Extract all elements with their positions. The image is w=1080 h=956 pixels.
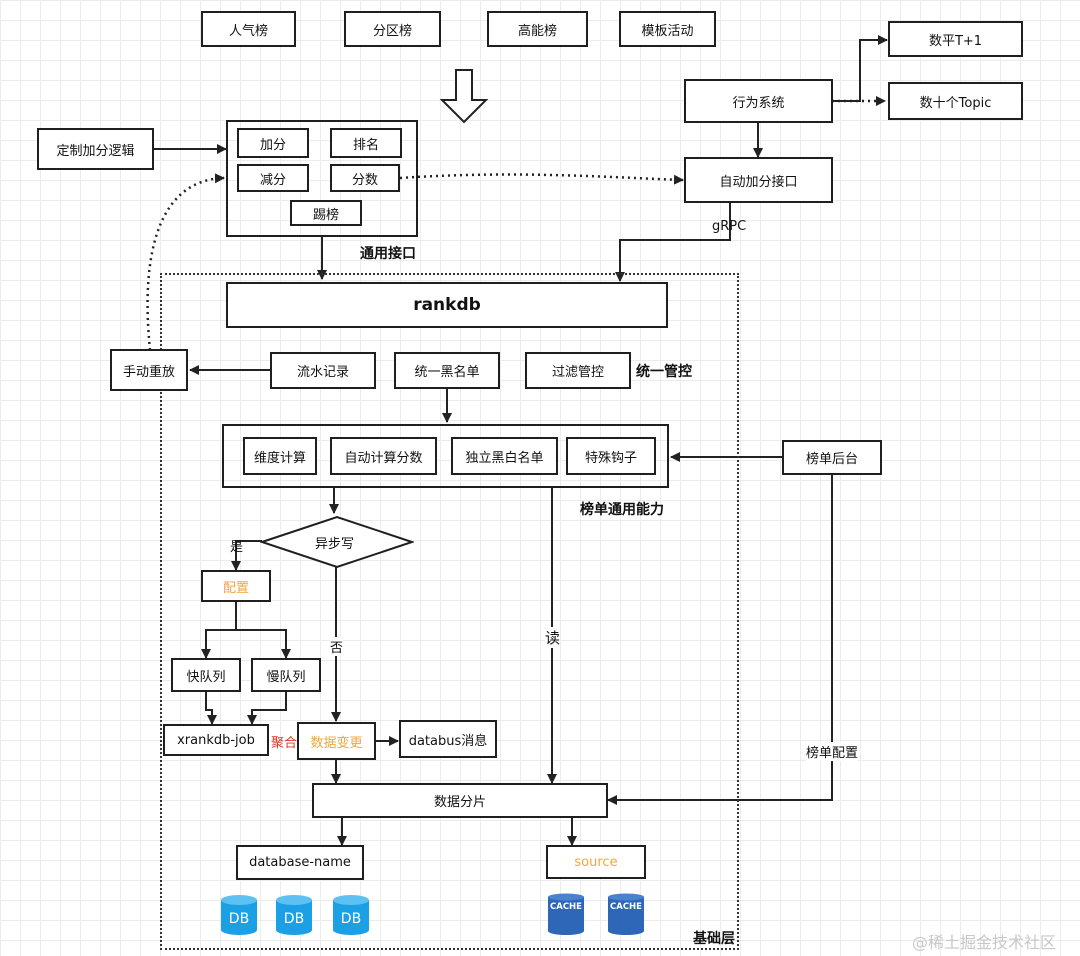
fast-queue-box: 快队列 [171,658,241,692]
read-label: 读 [545,627,561,648]
db-icon-label: DB [341,911,361,927]
watermark: @稀土掘金技术社区 [912,933,1057,952]
database-icon: DB [333,895,369,935]
base-layer-frame [160,273,739,950]
control-title: 统一管控 [636,364,692,380]
rankdb-box: rankdb [226,282,668,328]
rank-box: 排名 [330,128,402,158]
data-change-box: 数据变更 [297,722,376,760]
energy-rank-box: 高能榜 [487,11,588,47]
data-shard-box: 数据分片 [312,783,608,818]
source-box: source [546,845,646,879]
no-label: 否 [330,637,344,656]
topic-box: 数十个Topic [888,82,1023,120]
flow-record-box: 流水记录 [270,352,376,389]
backend-config-label: 榜单配置 [806,742,859,761]
cache-icon-label: CACHE [550,902,582,912]
async-decision-diamond [260,515,414,569]
cache-icon: CACHE [608,893,644,935]
dimension-calc-box: 维度计算 [243,437,317,475]
auto-add-api-box: 自动加分接口 [684,157,833,203]
yes-label: 是 [230,540,244,555]
grpc-label: gRPC [712,219,747,234]
config-box: 配置 [201,570,271,602]
custom-logic-box: 定制加分逻辑 [37,128,154,170]
db-icon-label: DB [284,911,304,927]
special-hook-box: 特殊钩子 [566,437,656,475]
sub-score-box: 减分 [237,164,309,192]
t1-box: 数平T+1 [888,21,1023,57]
aggregate-label: 聚合 [271,736,298,751]
zone-rank-box: 分区榜 [344,11,441,47]
database-name-box: database-name [236,845,364,880]
behavior-system-box: 行为系统 [684,79,833,123]
cache-icon: CACHE [548,893,584,935]
hollow-down-arrow [439,69,489,124]
database-icon: DB [276,895,312,935]
cache-icon-label: CACHE [610,902,642,912]
base-layer-title: 基础层 [693,931,735,947]
slow-queue-box: 慢队列 [251,658,321,692]
score-box: 分数 [330,164,400,192]
ability-frame [222,424,669,488]
db-icon-label: DB [229,911,249,927]
manual-replay-box: 手动重放 [110,349,188,391]
backend-box: 榜单后台 [782,440,882,475]
template-activity-box: 模板活动 [619,11,716,47]
blacklist-box: 统一黑名单 [394,352,500,389]
auto-calc-score-box: 自动计算分数 [330,437,437,475]
add-score-box: 加分 [237,128,309,158]
popular-rank-box: 人气榜 [201,11,296,47]
async-label: 异步写 [315,537,355,552]
ability-title: 榜单通用能力 [580,502,664,518]
rankdb-job-box: xrankdb-job [163,724,269,756]
kick-box: 踢榜 [290,200,362,226]
databus-box: databus消息 [399,720,497,758]
common-api-frame [226,120,418,237]
common-api-title: 通用接口 [360,246,416,262]
database-icon: DB [221,895,257,935]
filter-box: 过滤管控 [525,352,631,389]
bw-list-box: 独立黑白名单 [451,437,558,475]
